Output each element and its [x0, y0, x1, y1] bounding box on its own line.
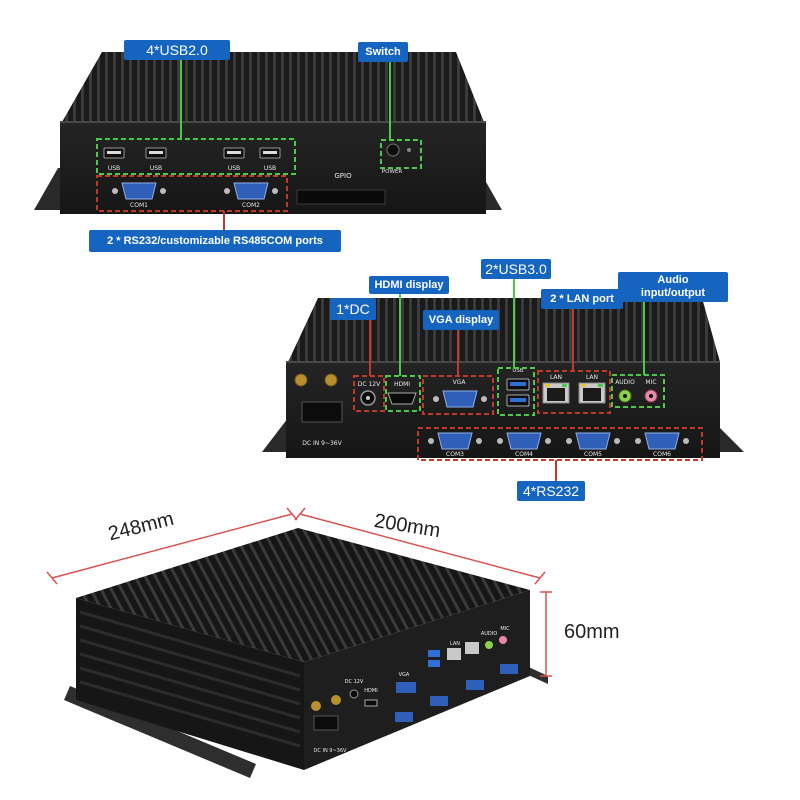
audio-jack	[485, 641, 493, 649]
usb3-silk-label: USB	[512, 368, 524, 374]
hdmi-silk-label: HDMI	[394, 381, 410, 388]
lan-port	[465, 642, 479, 654]
lan-callout: 2 * LAN port	[541, 289, 623, 309]
usb3-port	[506, 378, 530, 391]
hdmi-silk-label: HDMI	[364, 688, 377, 694]
usb-highlight-box	[96, 138, 296, 175]
hdmi-callout: HDMI display	[369, 276, 449, 294]
dc-jack	[349, 689, 359, 699]
dc-in-silk-label: DC IN 9~36V	[314, 748, 347, 754]
power-switch	[386, 143, 400, 157]
audio-silk-label: AUDIO	[615, 379, 635, 386]
com3-silk-label: COM3	[446, 451, 464, 458]
vga-silk-label: VGA	[453, 379, 467, 386]
usb3-port	[428, 660, 440, 667]
antenna-connector	[324, 373, 338, 387]
vga-callout: VGA display	[423, 310, 499, 330]
side-fins	[79, 610, 301, 748]
mic-silk-label: MIC	[500, 626, 510, 632]
switch-highlight-box	[380, 139, 422, 169]
com-port	[500, 664, 518, 674]
switch-callout: Switch	[358, 42, 408, 62]
power-led	[407, 148, 411, 152]
usb-port	[223, 147, 245, 159]
heatsink-fins	[76, 528, 530, 662]
usb-silk-label: USB	[228, 165, 240, 172]
hdmi-highlight-box	[385, 375, 421, 412]
hdmi-port	[387, 392, 417, 405]
lan-silk-label: LAN	[586, 374, 598, 381]
dc12v-silk-label: DC 12V	[358, 381, 381, 388]
dc-terminal-block	[313, 715, 339, 731]
antenna-connector	[331, 695, 341, 705]
bottom-device-photo: DC 12V HDMI VGA LAN AUDIO MIC DC IN 9~36…	[46, 507, 552, 778]
com4-silk-label: COM4	[515, 451, 533, 458]
lan-silk-label: LAN	[550, 374, 562, 381]
audio-silk-label: AUDIO	[481, 631, 497, 637]
com5-silk-label: COM5	[584, 451, 602, 458]
audio-callout-line2: input/output	[640, 287, 706, 299]
power-silk-label: POWER	[382, 169, 403, 175]
dc-callout: 1*DC	[330, 298, 376, 320]
hdmi-port	[364, 699, 378, 707]
usb-silk-label: USB	[264, 165, 276, 172]
top-device-photo: USB USB USB USB COM1 COM2 GPIO POWER	[34, 52, 502, 232]
gpio-silk-label: GPIO	[334, 172, 352, 180]
heatsink-fins	[62, 52, 484, 122]
audio-callout-line1: Audio	[657, 274, 689, 287]
usb3-port	[428, 650, 440, 657]
com1-silk-label: COM1	[130, 202, 148, 209]
usb-port	[145, 147, 167, 159]
dimension-lines	[46, 507, 552, 677]
mic-jack	[499, 636, 507, 644]
rs232-callout: 4*RS232	[517, 481, 585, 501]
com6-silk-label: COM6	[653, 451, 671, 458]
usb-silk-label: USB	[150, 165, 162, 172]
usb3-callout: 2*USB3.0	[481, 259, 551, 279]
com-port	[466, 680, 484, 690]
gpio-port	[296, 189, 386, 205]
front-panel	[304, 590, 530, 770]
length-dimension-line	[51, 513, 293, 579]
height-dimension-label: 60mm	[564, 621, 620, 643]
usb-silk-label: USB	[108, 165, 120, 172]
middle-device-photo: DC IN 9~36V DC 12V HDMI VGA USB LAN LAN …	[262, 278, 744, 483]
vga-port	[396, 682, 416, 693]
usb3-port	[506, 394, 530, 407]
lan-port	[542, 382, 570, 404]
lan-silk-label: LAN	[450, 641, 460, 647]
usb-port	[259, 147, 281, 159]
antenna-connector	[294, 373, 308, 387]
vga-silk-label: VGA	[399, 672, 410, 678]
lan-port	[447, 648, 461, 660]
width-dimension-line	[299, 513, 541, 579]
dc-terminal-block	[301, 401, 343, 423]
com2-silk-label: COM2	[242, 202, 260, 209]
lan-port	[578, 382, 606, 404]
com-ports-callout: 2 * RS232/customizable RS485COM ports	[89, 230, 341, 252]
dc12v-silk-label: DC 12V	[345, 679, 364, 685]
com-highlight-box	[96, 175, 288, 212]
com3-6-highlight-box	[417, 427, 703, 461]
audio-callout: Audio input/output	[618, 272, 728, 302]
heatsink-fins	[288, 298, 720, 362]
audio-highlight-box	[611, 374, 665, 408]
dc-highlight-box	[353, 375, 385, 412]
mic-silk-label: MIC	[645, 379, 656, 386]
usb2-callout: 4*USB2.0	[124, 40, 230, 60]
com-port	[430, 696, 448, 706]
com-port	[395, 712, 413, 722]
usb-port	[103, 147, 125, 159]
usb3-highlight-box	[497, 367, 535, 416]
antenna-connector	[311, 701, 321, 711]
dc-in-silk-label: DC IN 9~36V	[302, 440, 342, 447]
